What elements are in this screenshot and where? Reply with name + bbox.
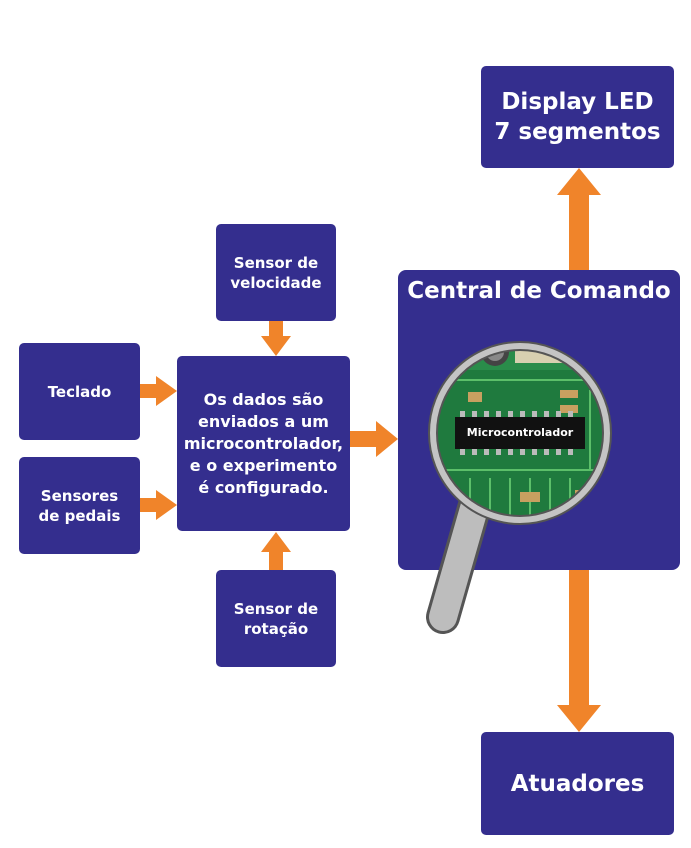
central-de-comando-title: Central de Comando — [407, 278, 671, 304]
arrow-from-sensor-velocidade — [261, 320, 291, 356]
atuadores-box: Atuadores — [481, 732, 674, 835]
arrow-to-central — [350, 421, 398, 457]
sensores-pedais-label: Sensores de pedais — [38, 486, 121, 525]
atuadores-label: Atuadores — [510, 770, 645, 797]
arrow-to-display — [557, 168, 601, 272]
sensor-velocidade-label: Sensor de velocidade — [230, 253, 322, 292]
display-led-label: Display LED 7 segmentos — [494, 89, 661, 145]
sensor-rotacao-label: Sensor de rotação — [233, 599, 319, 638]
sensor-rotacao-box: Sensor de rotação — [216, 570, 336, 667]
arrow-from-teclado — [140, 376, 177, 406]
sensor-velocidade-box: Sensor de velocidade — [216, 224, 336, 321]
display-led-box: Display LED 7 segmentos — [481, 66, 674, 168]
microcontroller-chip — [455, 417, 585, 449]
sensores-pedais-box: Sensores de pedais — [19, 457, 140, 554]
teclado-box: Teclado — [19, 343, 140, 440]
arrow-from-sensores-pedais — [140, 490, 177, 520]
arrow-to-atuadores — [557, 568, 601, 732]
dados-box: Os dados são enviados a um microcontrola… — [177, 356, 350, 531]
teclado-label: Teclado — [47, 382, 112, 401]
dados-label: Os dados são enviados a um microcontrola… — [183, 389, 344, 497]
microcontrolador-label: Microcontrolador — [466, 426, 574, 439]
arrow-from-sensor-rotacao — [261, 532, 291, 570]
magnifier-handle — [426, 488, 492, 634]
